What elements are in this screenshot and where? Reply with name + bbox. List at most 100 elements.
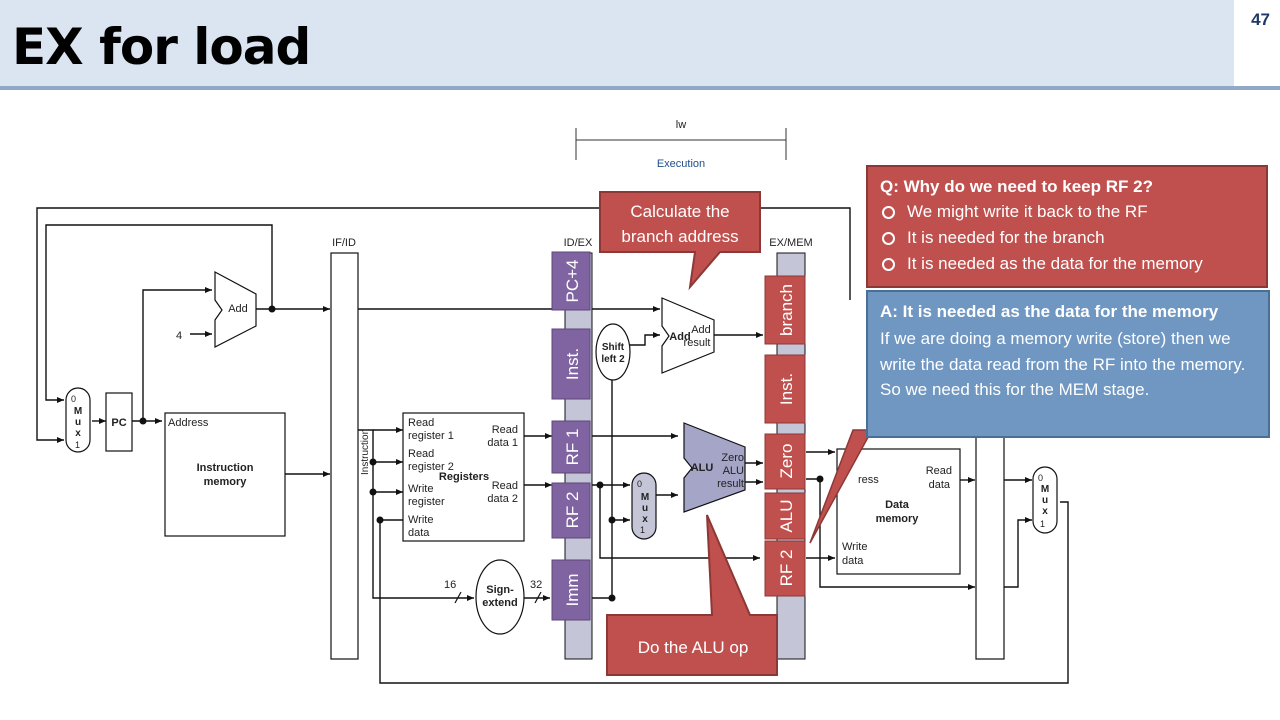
shift-left-2-line2: left 2 <box>601 354 625 365</box>
alu-mux-label-x: x <box>642 514 648 525</box>
add-result-line1: Add <box>691 324 711 336</box>
rf-title: Registers <box>439 471 489 483</box>
mux-top-input-0: 0 <box>71 394 76 404</box>
option-branch[interactable]: It is needed for the branch <box>882 228 1105 248</box>
alu-source-mux <box>631 472 657 540</box>
option-label: We might write it back to the RF <box>907 202 1148 221</box>
alu-label: ALU <box>691 462 714 474</box>
branch-callout-line2: branch address <box>621 227 738 246</box>
radio-circle-icon <box>882 257 895 271</box>
dmem-address-label: ress <box>858 474 879 486</box>
dmem-write-data-line1: Write <box>842 541 867 553</box>
id-ex-field-inst-label: Inst. <box>563 348 582 380</box>
mux-top-input-1: 1 <box>75 440 80 450</box>
option-write-back[interactable]: We might write it back to the RF <box>882 202 1148 222</box>
ex-mem-field-zero <box>764 433 806 490</box>
radio-circle-icon <box>882 231 895 245</box>
ex-mem-field-inst <box>764 354 806 424</box>
answer-panel: A: It is needed as the data for the memo… <box>866 290 1270 438</box>
answer-pointer <box>809 429 874 544</box>
instruction-bus-label: Instruction <box>360 429 371 475</box>
header-divider <box>0 86 1280 90</box>
ex-mem-fields: branch Inst. Zero ALU RF 2 <box>764 275 806 597</box>
alu-mux-input-1: 1 <box>640 525 645 535</box>
option-label: It is needed as the data for the memory <box>907 254 1203 273</box>
shift-left-2-line1: Shift <box>602 342 625 353</box>
if-id-register <box>330 252 359 660</box>
alu-mux-label-u: u <box>642 503 648 514</box>
rf-read-reg2-line1: Read <box>408 448 434 460</box>
datapath-wires <box>36 207 1069 684</box>
rf-write-data-line1: Write <box>408 514 433 526</box>
rf-read-data2-line1: Read <box>492 480 518 492</box>
wb-mux-input-0: 0 <box>1038 473 1043 483</box>
dmem-read-data-line1: Read <box>926 465 952 477</box>
rf-read-data2-line2: data 2 <box>487 493 518 505</box>
alu-result-line1: ALU <box>723 465 744 477</box>
ex-mem-field-branch <box>764 275 806 345</box>
alu-op-callout-text: Do the ALU op <box>638 638 749 657</box>
shift-left-2-unit <box>595 323 631 381</box>
bus-width-16: 16 <box>444 579 456 591</box>
alu-mux-input-0: 0 <box>637 479 642 489</box>
wb-mux-label-u: u <box>1042 495 1048 506</box>
ex-mem-field-rf2-label: RF 2 <box>777 550 796 587</box>
slide-title: EX for load <box>12 18 311 76</box>
ex-mem-field-zero-label: Zero <box>777 444 796 479</box>
branch-callout-line1: Calculate the <box>630 202 729 221</box>
id-ex-field-rf2 <box>551 482 591 539</box>
sign-extend-unit <box>475 559 525 635</box>
add-result-line2: result <box>684 337 711 349</box>
rf-write-reg-line1: Write <box>408 483 433 495</box>
slide-number: 47 <box>1251 10 1270 29</box>
ex-mem-field-rf2 <box>764 540 806 597</box>
branch-address-callout <box>599 191 761 291</box>
dmem-title-line1: Data <box>885 499 910 511</box>
radio-circle-icon <box>882 205 895 219</box>
id-ex-field-imm <box>551 559 591 621</box>
pc-source-mux <box>65 387 91 453</box>
data-memory <box>836 448 961 575</box>
question-text: Q: Why do we need to keep RF 2? <box>880 177 1153 196</box>
instruction-memory <box>164 412 286 537</box>
mem-wb-register <box>975 429 1005 660</box>
wb-mux-input-1: 1 <box>1040 519 1045 529</box>
pc-register <box>105 392 133 452</box>
rf-write-reg-line2: register <box>408 496 445 508</box>
alu-zero-label: Zero <box>721 452 744 464</box>
constant-four: 4 <box>176 330 182 342</box>
id-ex-field-rf2-label: RF 2 <box>563 492 582 529</box>
ex-mem-field-alu <box>764 492 806 540</box>
wb-mux-label-m: M <box>1041 484 1049 495</box>
pc-label: PC <box>111 417 126 429</box>
dmem-write-data-line2: data <box>842 555 864 567</box>
imem-title-line2: memory <box>204 476 248 488</box>
id-ex-fields: PC+4 Inst. RF 1 RF 2 Imm <box>551 251 591 621</box>
rf-read-data1-line2: data 1 <box>487 437 518 449</box>
id-ex-field-rf1-label: RF 1 <box>563 429 582 466</box>
branch-adder-label: Add <box>669 331 690 343</box>
sign-extend-line2: extend <box>482 597 517 609</box>
ex-mem-field-inst-label: Inst. <box>777 373 796 405</box>
id-ex-field-rf1 <box>551 420 591 474</box>
option-memory-data[interactable]: It is needed as the data for the memory <box>882 254 1203 274</box>
mux-top-label-m: M <box>74 406 82 417</box>
bus-width-32: 32 <box>530 579 542 591</box>
timeline-bracket <box>575 128 787 160</box>
pc-adder <box>214 270 257 348</box>
slide-header <box>0 0 1234 86</box>
pc-adder-label: Add <box>228 303 248 315</box>
rf-read-reg1-line2: register 1 <box>408 430 454 442</box>
alu-mux-label-m: M <box>641 492 649 503</box>
imem-title-line1: Instruction <box>197 462 254 474</box>
ex-mem-field-branch-label: branch <box>777 284 796 336</box>
answer-explanation: If we are doing a memory write (store) t… <box>880 329 1246 399</box>
alu-result-line2: result <box>717 478 744 490</box>
imem-address-label: Address <box>168 417 209 429</box>
dmem-read-data-line2: data <box>929 479 951 491</box>
rf-read-data1-line1: Read <box>492 424 518 436</box>
wb-mux-label-x: x <box>1042 506 1048 517</box>
writeback-mux <box>1032 466 1058 534</box>
rf-read-reg1-line1: Read <box>408 417 434 429</box>
